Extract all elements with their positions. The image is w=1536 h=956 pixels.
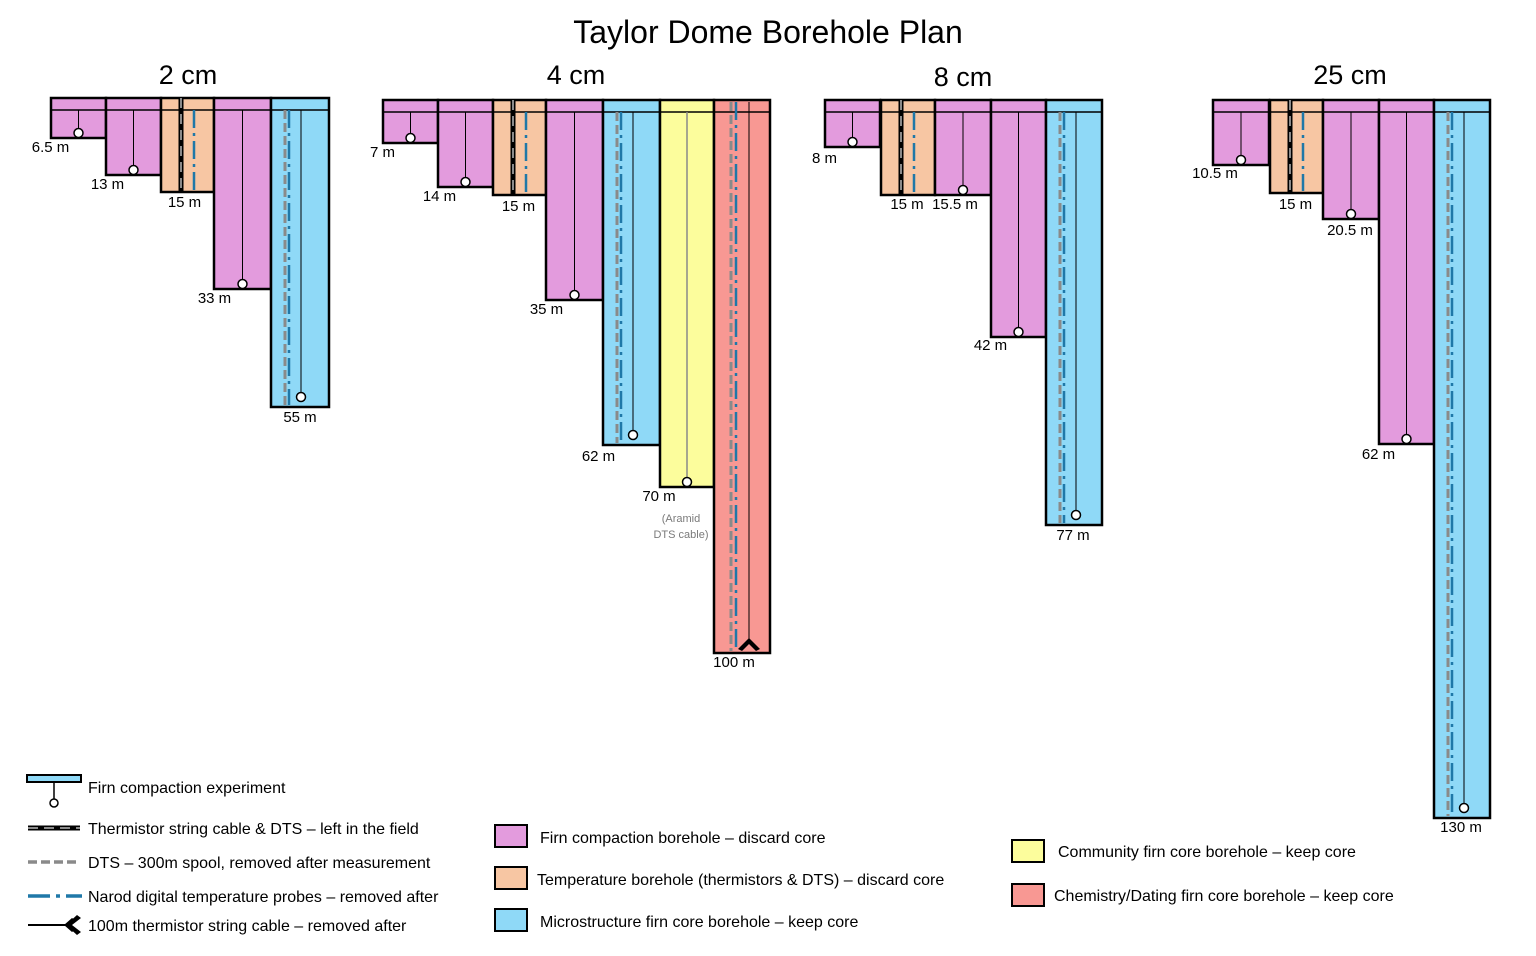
legend-thermistor-dts-cable: Thermistor string cable & DTS – left in … (88, 821, 419, 838)
compaction-anchor-icon (1458, 802, 1470, 814)
compaction-anchor-icon (128, 164, 139, 176)
temperature-borehole (159, 96, 216, 194)
color-legend: Firn compaction borehole – discard core … (494, 824, 1394, 932)
group-label: 4 cm (547, 60, 606, 90)
compaction-anchor-icon (1401, 433, 1412, 445)
legend-narod-probe: Narod digital temperature probes – remov… (88, 889, 439, 906)
cable-note: (Aramid (662, 513, 701, 525)
depth-label: 13 m (91, 176, 124, 193)
firn-compaction-experiment-icon (26, 774, 82, 808)
microstructure-borehole (601, 98, 662, 447)
legend-temperature-borehole: Temperature borehole (thermistors & DTS)… (537, 872, 944, 889)
legend-chemistry-borehole: Chemistry/Dating firn core borehole – ke… (1054, 888, 1394, 905)
legend-swatch-temperature (494, 866, 528, 890)
compaction-anchor-icon (1070, 509, 1082, 521)
depth-label: 15 m (1279, 196, 1312, 213)
depth-label: 130 m (1440, 819, 1482, 836)
legend-swatch-chemistry (1011, 883, 1045, 907)
temperature-borehole (491, 98, 548, 197)
microstructure-borehole (1044, 98, 1104, 527)
depth-label: 15 m (168, 194, 201, 211)
legend-dts-spool: DTS – 300m spool, removed after measurem… (88, 855, 431, 872)
compaction-anchor-icon (405, 132, 416, 144)
depth-label: 100 m (713, 654, 755, 671)
compaction-anchor-icon (295, 391, 307, 403)
depth-label: 62 m (1362, 446, 1395, 463)
depth-label: 77 m (1056, 527, 1089, 544)
legend-thermistor-100m-cable: 100m thermistor string cable – removed a… (88, 918, 407, 935)
legend-microstructure-borehole: Microstructure firn core borehole – keep… (540, 914, 858, 931)
compaction-anchor-icon (681, 476, 693, 488)
compaction-anchor-icon (237, 278, 248, 290)
legend-swatch-firn (494, 824, 528, 848)
diagram-title: Taylor Dome Borehole Plan (573, 14, 963, 50)
depth-label: 20.5 m (1327, 222, 1373, 239)
depth-label: 14 m (423, 188, 456, 205)
borehole-groups: 2 cm 6.5 m 13 m 15 m 33 m 55 m 4 cm 7 m 14 m 15 m… (32, 60, 1492, 836)
legend-community-borehole: Community firn core borehole – keep core (1058, 844, 1356, 861)
legend-swatch-microstructure (494, 908, 528, 932)
depth-label: 70 m (642, 488, 675, 505)
temperature-borehole (1268, 98, 1325, 195)
compaction-anchor-icon (460, 176, 471, 188)
compaction-anchor-icon (569, 289, 580, 301)
microstructure-borehole (269, 96, 331, 409)
depth-label: 35 m (530, 301, 563, 318)
cable-note: DTS cable) (653, 529, 708, 541)
depth-label: 6.5 m (32, 139, 70, 156)
legend-firn-compaction-experiment: Firn compaction experiment (88, 780, 286, 797)
group-label: 2 cm (159, 60, 218, 90)
thermistor-100m-cable-icon (28, 915, 81, 935)
compaction-anchor-icon (73, 127, 84, 139)
compaction-anchor-icon (957, 184, 969, 196)
compaction-anchor-icon (1345, 208, 1357, 220)
compaction-anchor-icon (1235, 154, 1247, 166)
depth-label: 62 m (582, 448, 615, 465)
compaction-anchor-icon (627, 429, 639, 441)
thermistor-100m-cable-icon (738, 638, 760, 651)
chemistry-borehole (712, 98, 772, 655)
line-legend: Firn compaction experiment Thermistor st… (26, 774, 439, 935)
group-label: 25 cm (1313, 60, 1387, 90)
depth-label: 33 m (198, 290, 231, 307)
depth-label: 8 m (812, 150, 837, 167)
depth-label: 10.5 m (1192, 165, 1238, 182)
microstructure-borehole (1432, 98, 1492, 820)
compaction-anchor-icon (1013, 326, 1024, 338)
depth-label: 55 m (283, 409, 316, 426)
depth-label: 15.5 m (932, 196, 978, 213)
temperature-borehole (879, 98, 937, 197)
depth-label: 15 m (890, 196, 923, 213)
legend-swatch-community (1011, 839, 1045, 863)
compaction-anchor-icon (847, 136, 858, 148)
depth-label: 7 m (370, 144, 395, 161)
group-label: 8 cm (934, 62, 993, 92)
depth-label: 15 m (502, 198, 535, 215)
depth-label: 42 m (974, 337, 1007, 354)
legend-firn-borehole: Firn compaction borehole – discard core (540, 830, 826, 847)
